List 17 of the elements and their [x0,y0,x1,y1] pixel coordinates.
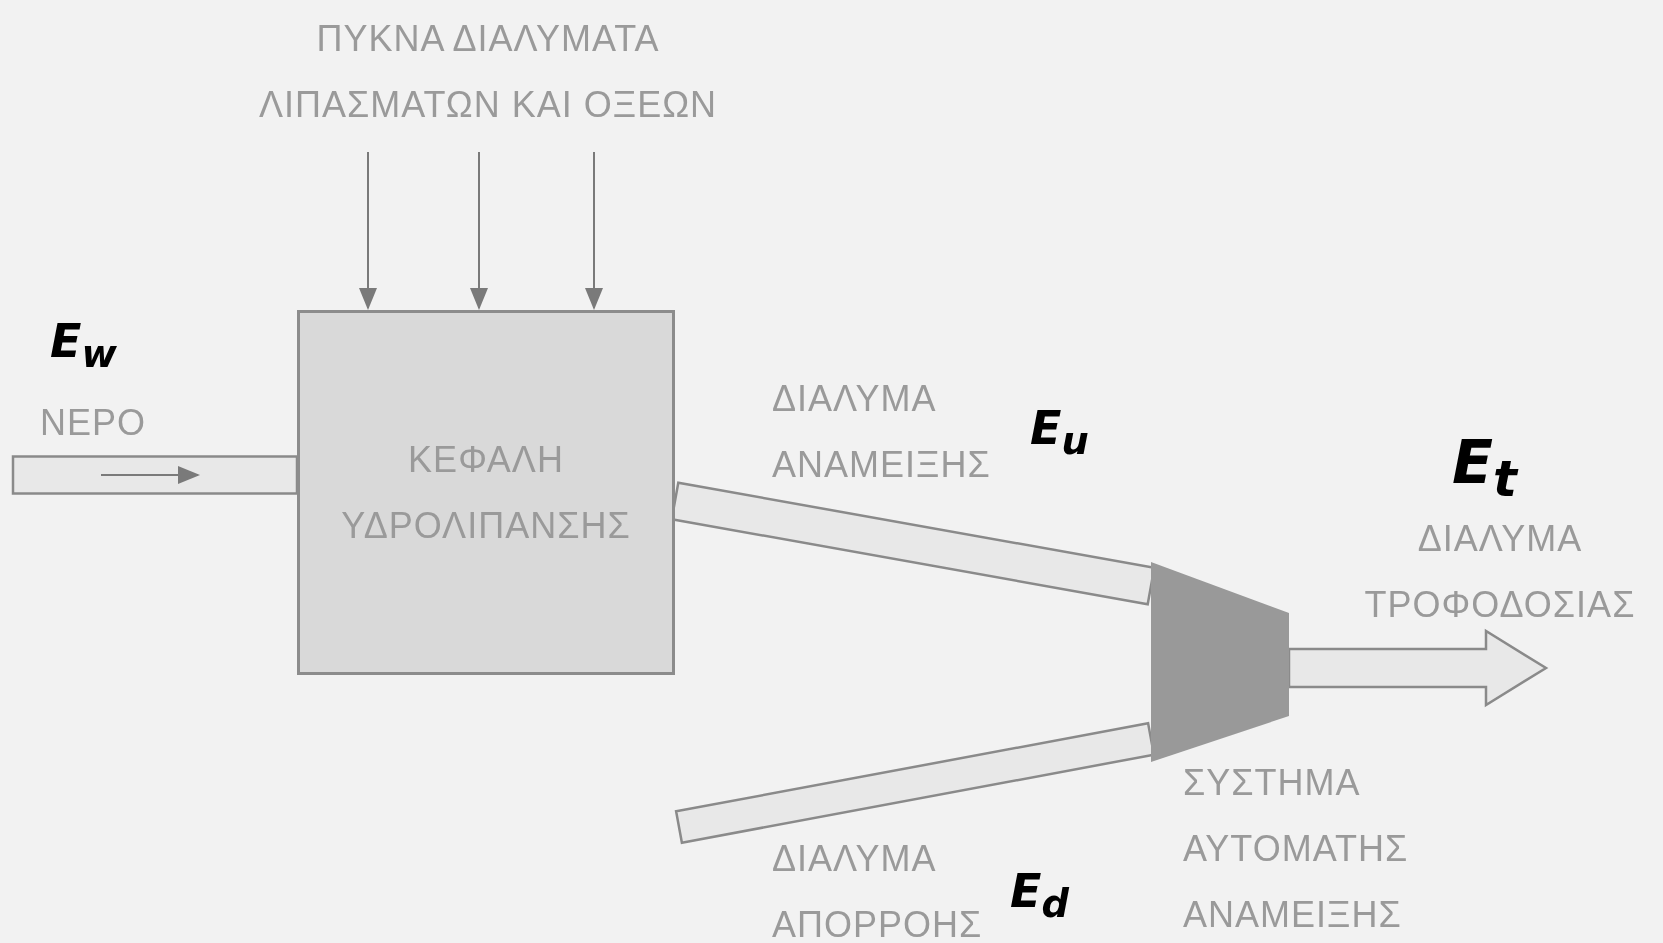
symbol-label: E$_{t}$ [1452,432,1517,504]
symbol-label: E$_{d}$ [1010,868,1069,924]
box-label: ΚΕΦΑΛΗ ΥΔΡΟΛΙΠΑΝΣΗΣ [340,437,632,548]
pipe [11,455,299,495]
arrow [359,151,377,310]
symbol-label: E$_{w}$ [50,318,117,374]
input-label: ΠΥΚΝΑ ΔΙΑΛΥΜΑΤΑ ΛΙΠΑΣΜΑΤΩΝ ΚΑΙ ΟΞΕΩΝ [228,6,748,138]
edge-label: ΝΕΡΟ [40,401,148,445]
edge-label: ΔΙΑΛΥΜΑ ΑΠΟΡΡΟΗΣ [772,837,984,943]
edge-label: ΔΙΑΛΥΜΑ ΑΝΑΜΕΙΞΗΣ [772,377,992,487]
mixer-label: ΣΥΣΤΗΜΑ ΑΥΤΟΜΑΤΗΣ ΑΝΑΜΕΙΞΗΣ [1183,761,1410,937]
process-box [297,310,675,675]
symbol-label: E$_{u}$ [1030,405,1089,461]
edge-label: ΔΙΑΛΥΜΑ ΤΡΟΦΟΔΟΣΙΑΣ [1363,517,1637,627]
arrow [470,151,488,310]
arrow [585,151,603,310]
pipe-arrow [1287,628,1549,708]
